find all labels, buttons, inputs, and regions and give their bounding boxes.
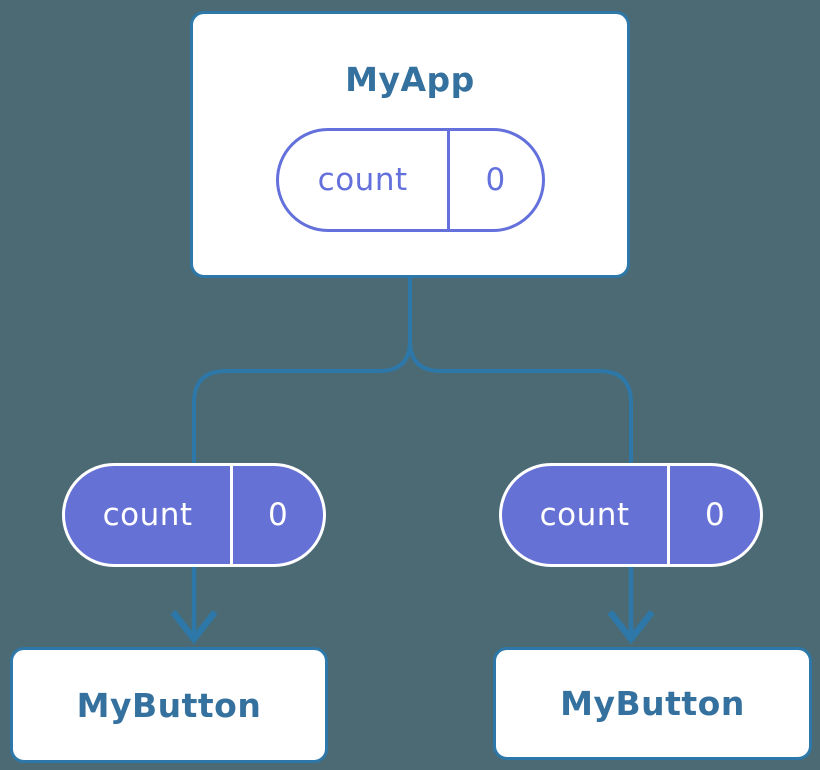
- connector-root-to-left-pill: [192, 277, 412, 465]
- state-pill-myapp: count 0: [275, 128, 545, 232]
- node-mybutton-left: MyButton: [10, 647, 328, 763]
- connector-root-to-right-pill: [408, 277, 633, 465]
- prop-pill-right-value: 0: [704, 497, 726, 533]
- arrow-down-right-icon: [607, 610, 655, 645]
- state-pill-label: count: [279, 131, 450, 229]
- node-mybutton-left-title: MyButton: [76, 685, 262, 725]
- arrow-down-left-icon: [170, 610, 218, 645]
- state-pill-value: 0: [485, 162, 506, 198]
- prop-pill-right-label: count: [502, 466, 671, 564]
- prop-pill-left: count 0: [62, 463, 326, 567]
- prop-pill-right: count 0: [499, 463, 763, 567]
- prop-pill-left-value: 0: [267, 497, 289, 533]
- node-mybutton-right-title: MyButton: [560, 684, 745, 723]
- node-mybutton-right: MyButton: [493, 647, 812, 760]
- prop-pill-left-label: count: [65, 466, 234, 564]
- node-myapp: MyApp count 0: [190, 11, 630, 278]
- node-myapp-title: MyApp: [345, 60, 475, 99]
